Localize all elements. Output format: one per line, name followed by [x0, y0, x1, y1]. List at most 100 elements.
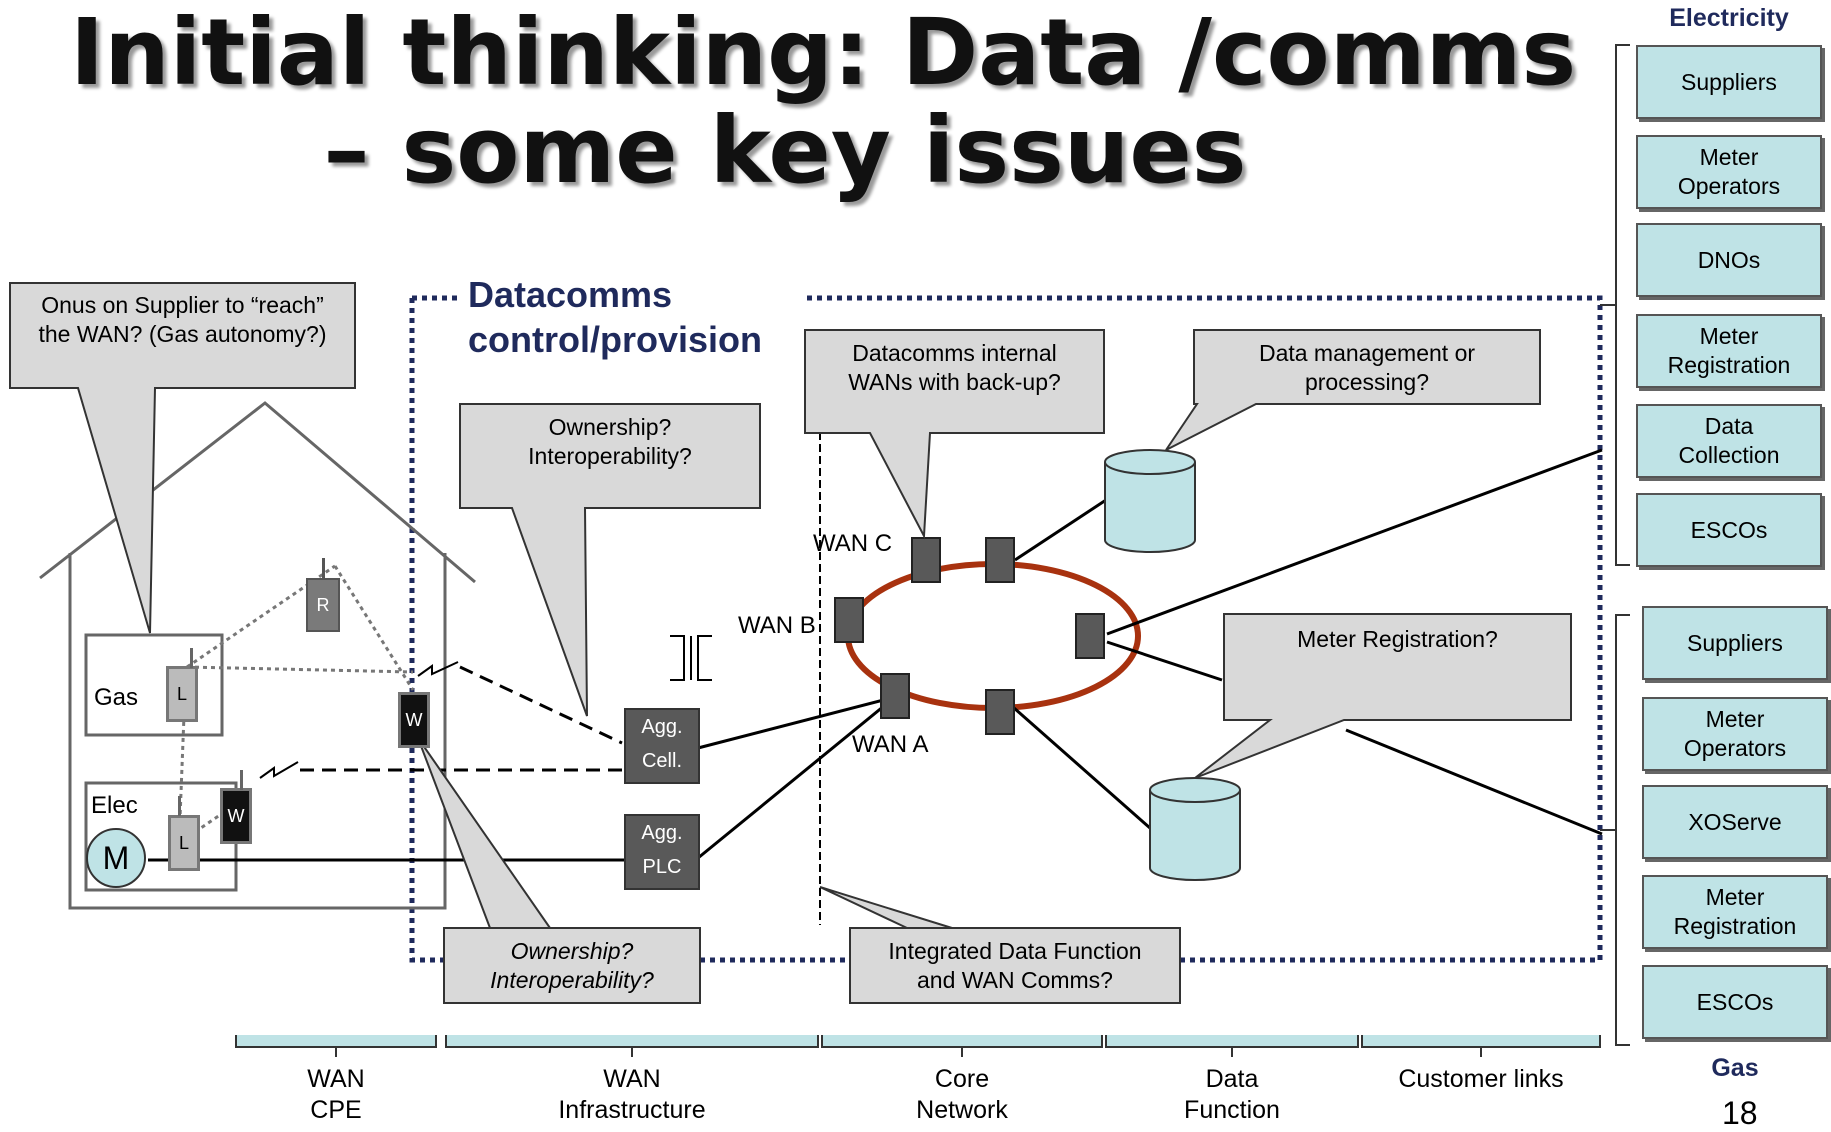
bottom-axis-label-line1: Core: [934, 1065, 990, 1093]
callout-onus-line1: Onus on Supplier to “reach”: [41, 292, 324, 318]
callout-onus-shape: [9, 282, 356, 634]
ring-node-bottom-right: [985, 689, 1015, 735]
callout-meter-reg-shape: [1194, 613, 1572, 779]
ring-nodes: [834, 537, 1105, 735]
gas-party-0: Suppliers: [1642, 606, 1828, 680]
electricity-party-2: DNOs: [1636, 223, 1822, 297]
wan-a-label: WAN A: [852, 731, 929, 758]
elec-local-label: L: [178, 832, 189, 853]
gas-party-label: Meter: [1705, 884, 1765, 910]
callout-data-mgmt-line2: processing?: [1304, 369, 1429, 395]
datacomms-heading-line1: Datacomms: [468, 274, 673, 315]
bottom-axis-label-4: Customer links: [1362, 1064, 1600, 1095]
gas-party-label: Operators: [1683, 735, 1787, 761]
database-top: [1104, 449, 1196, 553]
callout-ownership-bottom-line1: Ownership?: [510, 938, 634, 964]
callout-ownership-top: Ownership? Interoperability?: [460, 412, 760, 472]
gas-party-label: Meter: [1705, 706, 1765, 732]
electricity-party-label: DNOs: [1697, 246, 1761, 273]
callout-onus: Onus on Supplier to “reach” the WAN? (Gas…: [10, 290, 355, 350]
bottom-axis-label-line1: Data: [1205, 1065, 1259, 1093]
callout-integrated-line1: Integrated Data Function: [888, 938, 1142, 964]
agg-cell-line1: Agg.: [641, 716, 683, 738]
gas-label: Gas: [94, 684, 139, 711]
datacomms-heading-line2: control/provision: [468, 319, 763, 360]
wan-c-label: WAN C: [813, 530, 893, 557]
gas-device-antenna-icon: [190, 648, 193, 668]
wall-wan-label: W: [405, 709, 423, 730]
bottom-axis-label-line2: CPE: [310, 1096, 362, 1124]
agg-plc-line2: PLC: [642, 856, 682, 878]
electricity-party-label: Registration: [1667, 352, 1791, 378]
callout-ownership-top-shape: [459, 403, 761, 717]
slide-title-line2: – some key issues: [323, 97, 1247, 204]
repeater-antenna-icon: [322, 558, 325, 578]
callout-data-mgmt-shape: [1165, 329, 1541, 451]
radio-links: [178, 564, 415, 834]
electricity-party-label: Collection: [1678, 442, 1780, 468]
gas-party-label: Registration: [1673, 913, 1797, 939]
callout-internal-wans-shape: [804, 329, 1105, 540]
bottom-axis-label-line1: WAN: [603, 1065, 661, 1093]
wall-wan-device-icon: W: [398, 692, 430, 748]
core-out-links: [1013, 448, 1603, 836]
electricity-party-label: Meter: [1699, 323, 1759, 349]
callout-internal-wans-line2: WANs with back-up?: [848, 369, 1061, 395]
callout-meter-reg: Meter Registration?: [1224, 624, 1571, 654]
datacomms-heading: Datacomms control/provision: [464, 272, 767, 362]
page-number: 18: [1722, 1095, 1758, 1131]
bottom-axis-label-line1: Customer links: [1398, 1065, 1564, 1093]
agg-cell-line2: Cell.: [641, 750, 682, 772]
bottom-axis-label-line2: Infrastructure: [558, 1096, 706, 1124]
callout-onus-line2: the WAN? (Gas autonomy?): [38, 321, 327, 347]
meter-symbol: M: [102, 839, 130, 876]
meter-icon: M: [86, 828, 146, 888]
elec-local-device-icon: L: [168, 815, 200, 871]
agg-plc-line1: Agg.: [641, 822, 683, 844]
callout-ownership-bottom-line2: Interoperability?: [490, 967, 654, 993]
elec-label: Elec: [91, 792, 138, 819]
slide-title: Initial thinking: Data /comms – some key…: [70, 4, 1576, 204]
callout-shapes: [9, 282, 1572, 1004]
elec-device-antenna-icon: [178, 796, 181, 816]
antenna-icon: [670, 635, 712, 681]
electricity-party-label: Operators: [1677, 173, 1781, 199]
bottom-axis-label-1: WAN Infrastructure: [446, 1064, 818, 1126]
gas-local-label: L: [176, 683, 187, 704]
elec-wan-label: W: [227, 805, 245, 826]
gas-party-2: XOServe: [1642, 785, 1828, 859]
elec-wan-device-icon: W: [220, 788, 252, 844]
gas-local-device-icon: L: [166, 666, 198, 722]
repeater-label: R: [316, 594, 330, 615]
callout-ownership-top-line2: Interoperability?: [528, 443, 692, 469]
agg-core-links: [697, 695, 896, 860]
elec-wan-antenna-icon: [240, 770, 243, 790]
callout-integrated-shape: [819, 886, 1181, 1004]
house: [39, 401, 476, 910]
electricity-party-label: Meter: [1699, 144, 1759, 170]
electricity-party-label: ESCOs: [1690, 516, 1768, 543]
bottom-axis-label-line2: Network: [916, 1096, 1008, 1124]
electricity-party-0: Suppliers: [1636, 45, 1822, 119]
gas-party-label: Suppliers: [1687, 629, 1783, 656]
gas-party-4: ESCOs: [1642, 965, 1828, 1039]
ring-node-wan-b: [834, 597, 864, 643]
bottom-axis-brackets: [235, 1035, 1601, 1057]
repeater-device-icon: R: [306, 578, 340, 632]
callout-ownership-top-line1: Ownership?: [548, 414, 672, 440]
callout-meter-reg-line1: Meter Registration?: [1297, 625, 1498, 652]
callout-internal-wans-line1: Datacomms internal: [852, 340, 1057, 366]
electricity-party-label: Suppliers: [1681, 68, 1777, 95]
ring-node-wan-a: [880, 673, 910, 719]
